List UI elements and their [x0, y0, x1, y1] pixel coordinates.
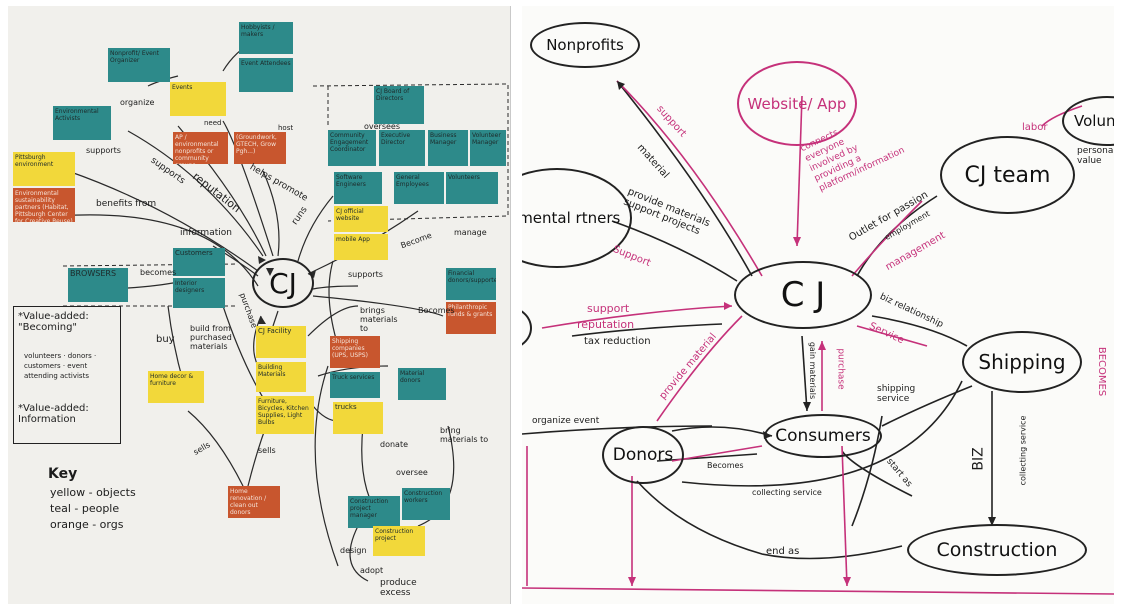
build-from-label: build from purchased materials	[190, 324, 232, 351]
material-donors-note: Material donors	[398, 368, 446, 400]
cj-facility-note: CJ Facility	[256, 326, 306, 358]
volunteers-note: Volunteers	[446, 172, 498, 204]
personal-value-label: personal value	[1077, 146, 1114, 166]
purchase-label-right: purchase	[835, 348, 846, 390]
labor-label: labor	[1022, 122, 1048, 133]
manage-label: manage	[454, 228, 487, 237]
tax-reduction-label: tax reduction	[584, 336, 651, 347]
key-teal: teal - people	[50, 502, 120, 515]
nonprofits-node: Nonprofits	[530, 22, 640, 68]
environmental-partners-note: Environmental sustainability partners (H…	[13, 188, 75, 222]
business-manager-note: Business Manager	[428, 130, 468, 166]
volunteer-manager-note: Volunteer Manager	[470, 130, 506, 166]
trucks-note: trucks	[333, 402, 383, 434]
environmental-activists-note: Environmental Activists	[53, 106, 111, 140]
need-label: need	[204, 119, 222, 127]
construction-node: Construction	[907, 524, 1087, 576]
ap-community-groups-note: AP / environmental nonprofits or communi…	[173, 132, 228, 164]
philanthropic-funds-note: Philanthropic funds & grants	[446, 302, 496, 334]
cj-website-note: CJ official website	[334, 206, 388, 232]
organize-label: organize	[120, 98, 155, 107]
pittsburgh-environment-note: Pittsburgh environment	[13, 152, 75, 186]
benefits-from-label: benefits from	[96, 199, 157, 209]
shipping-service-label: shipping service	[877, 384, 916, 404]
community-engagement-note: Community Engagement Coordinator	[328, 130, 376, 166]
website-app-node: Website/ App	[737, 61, 857, 146]
becomes-edge-label: BECOMES	[1096, 346, 1108, 397]
left-whiteboard-photo: Hobbyists / makers Event Attendees Nonpr…	[8, 6, 511, 604]
furniture-bicycles-note: Furniture, Bicycles, Kitchen Supplies, L…	[256, 396, 314, 434]
sells-label-2: sells	[258, 446, 276, 455]
organize-event-label: organize event	[532, 416, 600, 426]
brings-materials-label: brings materials to	[360, 306, 398, 333]
reputation-label-right: reputation	[577, 318, 635, 331]
home-decor-note: Home decor & furniture	[148, 371, 204, 403]
value-added-becoming-title: *Value-added: "Becoming"	[18, 311, 89, 333]
customers-note: Customers	[173, 248, 225, 276]
becomes-label-right: Becomes	[707, 461, 744, 470]
truck-services-note: Truck services	[330, 372, 380, 398]
biz-label: BIZ	[970, 447, 987, 471]
collecting-service-label: collecting service	[752, 488, 822, 497]
right-connector-lines	[522, 80, 1114, 595]
consumers-node: Consumers	[764, 414, 882, 458]
supports-label: supports	[86, 146, 121, 155]
homeowners-note: Home renovation / clean out donors	[228, 486, 280, 518]
browsers-note: BROWSERS	[68, 268, 128, 302]
cj-node: C J	[734, 261, 872, 329]
design-label: design	[340, 546, 367, 555]
construction-workers-note: Construction workers	[402, 488, 450, 520]
financial-donors-note: Financial donors/supporters	[446, 268, 496, 300]
shipping-node: Shipping	[962, 331, 1082, 393]
buy-label: buy	[156, 334, 175, 345]
value-added-box: *Value-added: "Becoming" volunteers · do…	[13, 306, 121, 444]
construction-manager-note: Construction project manager	[348, 496, 400, 528]
value-added-information: *Value-added: Information	[18, 403, 89, 425]
information-label: information	[180, 228, 232, 238]
mobile-app-note: mobile App	[334, 234, 388, 260]
end-as-label: end as	[766, 546, 800, 557]
cj-board-note: CJ Board of Directors	[374, 86, 424, 124]
becomes-label-2: Becomes	[418, 306, 455, 315]
hobbyists-note: Hobbyists / makers	[239, 22, 293, 54]
software-engineers-note: Software Engineers	[334, 172, 382, 204]
produce-excess-label: produce excess	[380, 578, 417, 598]
bring-materials-label: bring materials to	[440, 426, 489, 444]
becomes-label: becomes	[140, 268, 177, 277]
donors-node: Donors	[602, 426, 684, 484]
general-employees-note: General Employees	[394, 172, 444, 204]
cj-center-circle: CJ	[252, 258, 314, 308]
collecting-service-label-2: collecting service	[1018, 415, 1028, 486]
adopt-label: adopt	[360, 566, 384, 575]
oversees-label: oversees	[364, 122, 401, 131]
support-label-3: support	[587, 302, 630, 315]
interior-designers-note: Interior designers	[173, 278, 225, 308]
construction-project-note: Construction project	[373, 526, 425, 556]
key-title: Key	[48, 466, 78, 482]
right-whiteboard-photo: Nonprofits Website/ App Volun ronmental …	[522, 6, 1114, 604]
building-materials-note: Building Materials	[256, 362, 306, 392]
key-orange: orange - orgs	[50, 518, 124, 531]
oversee-label: oversee	[396, 468, 428, 477]
supports-label-3: supports	[348, 270, 383, 279]
key-yellow: yellow - objects	[50, 486, 136, 499]
host-label: host	[278, 124, 294, 132]
cj-team-node: CJ team	[940, 136, 1075, 214]
events-note: Events	[170, 82, 226, 116]
local-orgs-note: (Groundwork, GTECH, Grow Pgh...)	[234, 132, 286, 164]
event-attendees-note: Event Attendees	[239, 58, 293, 92]
gain-materials-label: gain materials	[808, 341, 818, 400]
nonprofit-event-organizer-note: Nonprofit/ Event Organizer	[108, 48, 170, 82]
executive-director-note: Executive Director	[379, 130, 425, 166]
donate-label: donate	[380, 440, 409, 449]
value-added-list: volunteers · donors · customers · event …	[24, 352, 97, 380]
shipping-companies-note: Shipping companies (UPS, USPS)	[330, 336, 380, 368]
